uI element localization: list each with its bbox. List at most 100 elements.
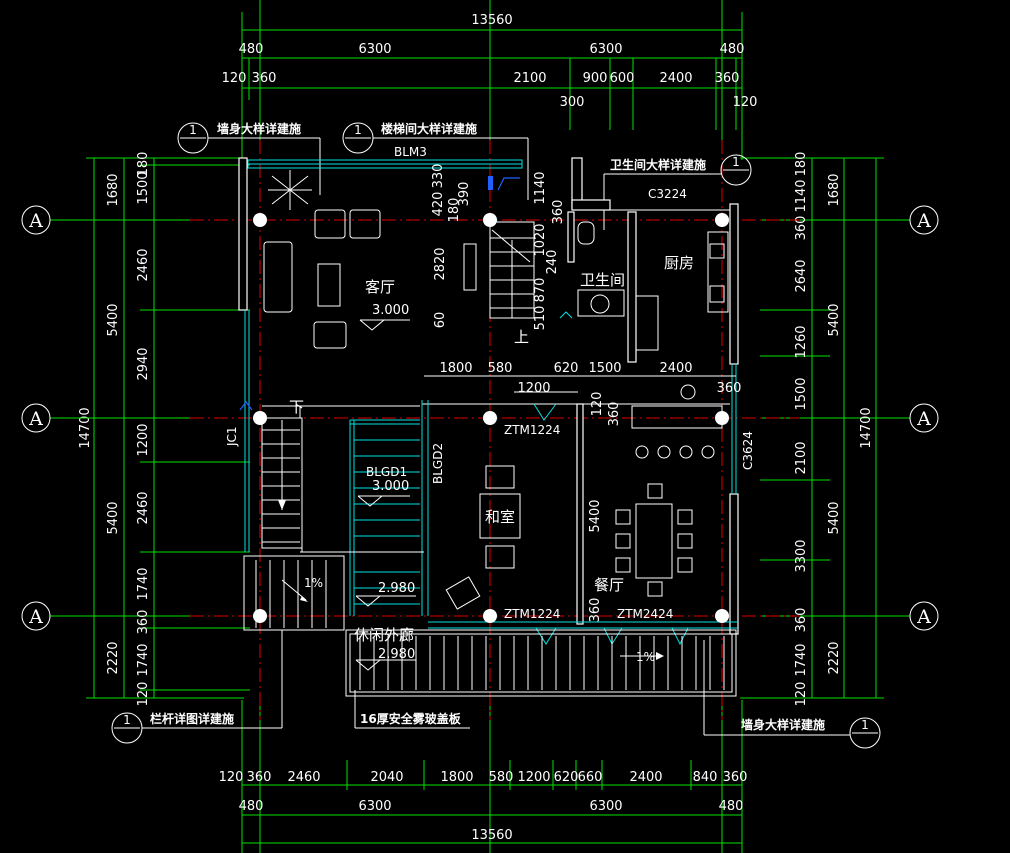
inner-dim: 870 bbox=[533, 278, 548, 303]
wall-detail-note: 墙身大样详建施 bbox=[217, 121, 301, 136]
axis-bubble-left-3: A bbox=[21, 601, 51, 631]
inner-dim: 1800 bbox=[439, 361, 472, 376]
inner-dim: 510 bbox=[533, 306, 548, 331]
callout-wall-detail-top: 1 墙身大样详建施 bbox=[177, 121, 321, 195]
stair-upper: 上 bbox=[463, 221, 535, 346]
plant-icon bbox=[268, 170, 312, 210]
axis-label: A bbox=[28, 606, 43, 628]
right-dim: 1740 bbox=[794, 643, 809, 676]
inner-dim: 5400 bbox=[588, 499, 603, 532]
axis-bubble-right-2: A bbox=[909, 403, 939, 433]
level-marker-living: 3.000 bbox=[359, 303, 410, 331]
right-dim: 360 bbox=[794, 216, 809, 241]
bottom-dim: 360 bbox=[247, 770, 272, 785]
tag-blm3: BLM3 bbox=[394, 145, 427, 159]
axis-bubble-left-2: A bbox=[21, 403, 51, 433]
bottom-dim: 580 bbox=[489, 770, 514, 785]
inner-dim: 580 bbox=[488, 361, 513, 376]
left-dim: 2220 bbox=[106, 641, 121, 674]
building-walls bbox=[238, 157, 739, 635]
left-dim: 1500 bbox=[136, 171, 151, 204]
basin-icon bbox=[590, 294, 610, 314]
stair-down-label: 下 bbox=[289, 398, 304, 416]
tag-blgd1: BLGD1 bbox=[366, 465, 407, 479]
room-label-veranda: 休闲外廊 bbox=[354, 626, 414, 644]
pipe-marker bbox=[239, 401, 253, 411]
toilet-detail-note: 卫生间大样详建施 bbox=[610, 157, 706, 172]
island-icon bbox=[631, 405, 723, 429]
top-dim: 480 bbox=[239, 42, 264, 57]
top-dim: 480 bbox=[720, 42, 745, 57]
inner-dim: 120 bbox=[590, 392, 605, 417]
top-dimension-chain: 13560 480 6300 6300 480 120 360 2100 900… bbox=[222, 0, 757, 160]
bottom-dim: 6300 bbox=[589, 799, 622, 814]
level-marker-bay: 3.000 bbox=[357, 479, 410, 507]
tag-c3224: C3224 bbox=[648, 187, 687, 201]
right-total-dim: 14700 bbox=[859, 407, 874, 448]
axis-bubble-right-1: A bbox=[909, 205, 939, 235]
left-dimension-chain: 14700 1680 5400 5400 2220 1500 180 2460 … bbox=[78, 152, 250, 706]
inner-dim: 360 bbox=[551, 200, 566, 225]
section-number: 1 bbox=[189, 123, 197, 137]
tatami-furniture bbox=[445, 465, 521, 610]
top-dim: 900 bbox=[583, 71, 608, 86]
room-label-toilet: 卫生间 bbox=[580, 271, 625, 289]
axis-label: A bbox=[916, 210, 931, 232]
section-number: 1 bbox=[354, 123, 362, 137]
left-dim: 1740 bbox=[136, 567, 151, 600]
inner-dim: 1140 bbox=[533, 171, 548, 204]
slope-left: 1% bbox=[304, 576, 323, 590]
level-value: 2.980 bbox=[378, 647, 415, 662]
right-dim: 1140 bbox=[794, 179, 809, 212]
inner-dim: 620 bbox=[554, 361, 579, 376]
level-value: 3.000 bbox=[372, 303, 409, 318]
stair-up-label: 上 bbox=[514, 328, 529, 346]
tag-ztm2424: ZTM2424 bbox=[617, 607, 673, 621]
tag-blgd2: BLGD2 bbox=[431, 443, 445, 484]
inner-dim: 360 bbox=[717, 381, 742, 396]
left-dim: 1680 bbox=[106, 173, 121, 206]
stove-icon bbox=[709, 243, 725, 259]
top-dim: 2100 bbox=[513, 71, 546, 86]
dining-furniture bbox=[615, 384, 723, 597]
bottom-dim: 660 bbox=[578, 770, 603, 785]
top-dim: 6300 bbox=[358, 42, 391, 57]
counter-icon bbox=[707, 231, 729, 313]
bottom-dim: 2400 bbox=[629, 770, 662, 785]
low-table-icon bbox=[479, 493, 521, 539]
top-total-dim: 13560 bbox=[471, 13, 512, 28]
axis-label: A bbox=[916, 408, 931, 430]
right-dimension-chain: 180 1140 360 2640 1260 1500 2100 3300 36… bbox=[740, 152, 884, 706]
axis-label: A bbox=[916, 606, 931, 628]
right-dim: 180 bbox=[794, 152, 809, 177]
axis-bubble-left-1: A bbox=[21, 205, 51, 235]
armchair-icon bbox=[313, 321, 347, 349]
right-dim: 2640 bbox=[794, 259, 809, 292]
top-dim-sub: 300 bbox=[560, 95, 585, 110]
bottom-total-dim: 13560 bbox=[471, 828, 512, 843]
right-dim: 1500 bbox=[794, 377, 809, 410]
lounge-chair-icon bbox=[445, 576, 481, 610]
slope-right: 1% bbox=[636, 650, 655, 664]
axis-bubble-right-3: A bbox=[909, 601, 939, 631]
top-dim: 6300 bbox=[589, 42, 622, 57]
wall-detail-note: 墙身大样详建施 bbox=[741, 717, 825, 732]
section-number: 1 bbox=[123, 713, 131, 727]
inner-dim: 60 bbox=[433, 312, 448, 329]
right-dim: 1260 bbox=[794, 325, 809, 358]
room-label-tatami: 和室 bbox=[485, 508, 515, 526]
bottom-dim: 2460 bbox=[287, 770, 320, 785]
left-dim: 1200 bbox=[136, 423, 151, 456]
armchair-icon bbox=[314, 209, 346, 239]
dining-table-icon bbox=[635, 503, 673, 579]
inner-dim: 1500 bbox=[588, 361, 621, 376]
section-number: 1 bbox=[861, 718, 869, 732]
left-dim: 360 bbox=[136, 610, 151, 635]
bottom-dim: 1200 bbox=[517, 770, 550, 785]
level-marker-veranda: 2.980 bbox=[355, 647, 416, 671]
toilet-fixtures bbox=[577, 221, 625, 317]
right-dim: 2100 bbox=[794, 441, 809, 474]
left-dim: 1740 bbox=[136, 643, 151, 676]
axis-grid-lines bbox=[50, 140, 910, 720]
